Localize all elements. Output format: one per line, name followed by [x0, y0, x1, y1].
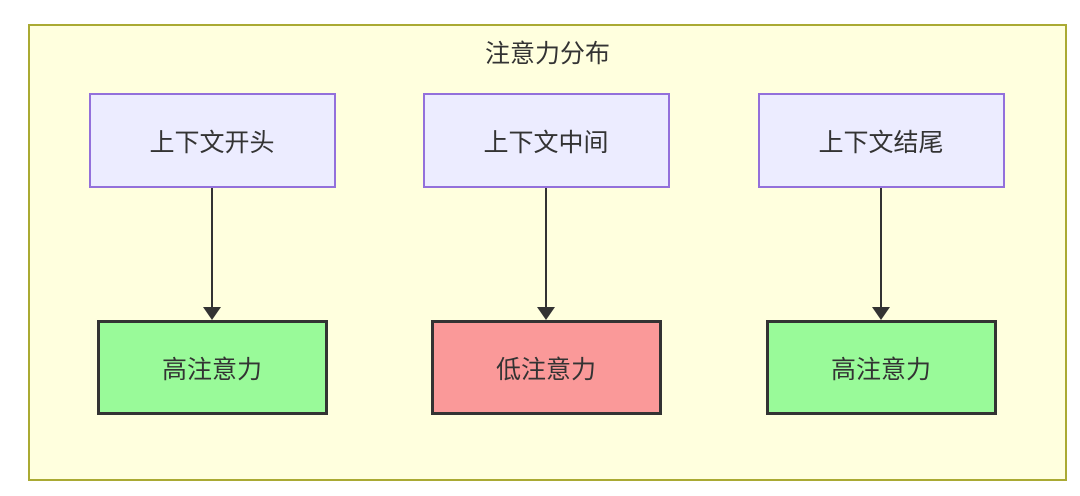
arrow-head-icon: [537, 307, 555, 320]
flow-column-context-end: 上下文结尾 高注意力: [756, 93, 1006, 415]
arrow-head-icon: [872, 307, 890, 320]
node-context-start: 上下文开头: [88, 93, 336, 188]
arrow-head-icon: [203, 307, 221, 320]
diagram-title: 注意力分布: [484, 40, 610, 68]
arrow-shaft: [880, 188, 882, 307]
node-attention-end: 高注意力: [765, 320, 997, 415]
node-context-end: 上下文结尾: [757, 93, 1005, 188]
node-context-middle: 上下文中间: [422, 93, 670, 188]
arrow-shaft: [211, 188, 213, 307]
node-attention-start: 高注意力: [96, 320, 328, 415]
arrow-shaft: [545, 188, 547, 307]
node-attention-middle: 低注意力: [430, 320, 662, 415]
flow-column-context-start: 上下文开头 高注意力: [87, 93, 337, 415]
arrow-down-icon: [537, 188, 555, 320]
flow-column-context-middle: 上下文中间 低注意力: [421, 93, 671, 415]
arrow-down-icon: [203, 188, 221, 320]
arrow-down-icon: [872, 188, 890, 320]
diagram-canvas: 注意力分布 上下文开头 高注意力 上下文中间 低注意力 上下文结尾 高注意力: [28, 24, 1067, 481]
